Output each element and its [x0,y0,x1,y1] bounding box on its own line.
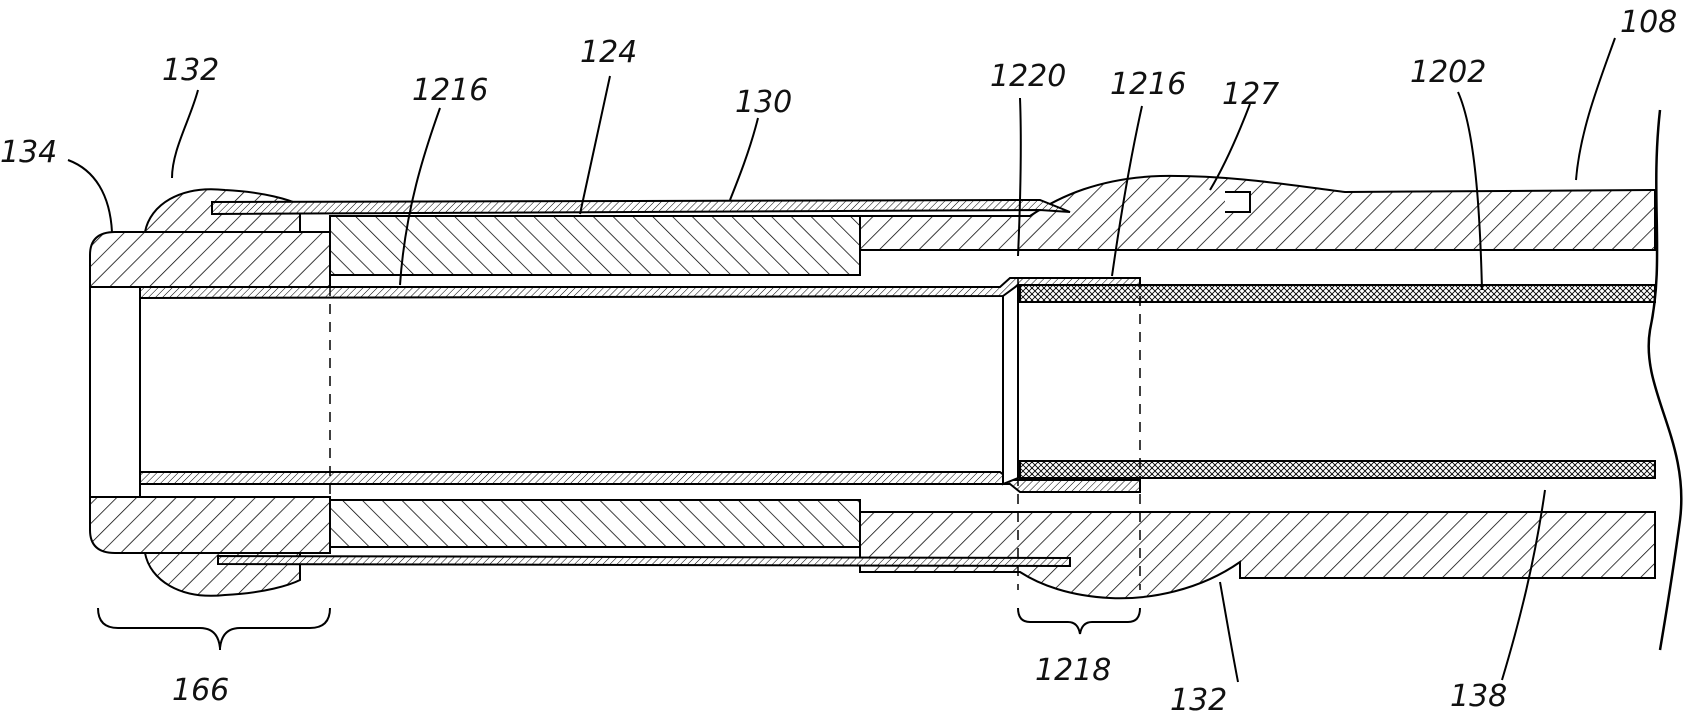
collar-1220 [1003,285,1018,484]
ref-166: 166 [172,673,229,708]
tip-134-bottom [90,497,330,553]
sleeve-124-bottom [330,500,860,547]
reference-numerals: 134 132 1216 124 130 1220 1216 127 1202 108 166 121… [0,5,1677,713]
ref-132-top: 132 [162,53,219,88]
liner-1202-bottom [1020,461,1655,478]
ref-138: 138 [1450,679,1507,713]
tip-134-top [90,232,330,287]
shaft-108-bottom [860,512,1655,598]
sleeve-124-top [330,216,860,275]
ref-134: 134 [0,135,57,170]
membrane-130-top [212,200,1070,214]
liner-1202-top [1020,285,1655,302]
ref-1216-left: 1216 [412,73,488,108]
ref-1202: 1202 [1410,55,1486,90]
step-127-top [1225,192,1250,212]
ref-1220: 1220 [990,59,1066,94]
ref-1218: 1218 [1035,653,1111,688]
inner-tube-1216-bottom [140,472,1140,492]
tip-lumen [90,287,140,497]
ref-1216-right: 1216 [1110,67,1186,102]
ref-124: 124 [580,35,637,70]
brace-166 [98,608,330,648]
membrane-130-bottom [218,556,1070,566]
ref-132-bottom: 132 [1170,683,1227,713]
shaft-108-top [860,176,1655,250]
ref-108: 108 [1620,5,1677,40]
brace-1218 [1018,608,1140,634]
ref-130: 130 [735,85,792,120]
ref-127: 127 [1222,77,1279,112]
